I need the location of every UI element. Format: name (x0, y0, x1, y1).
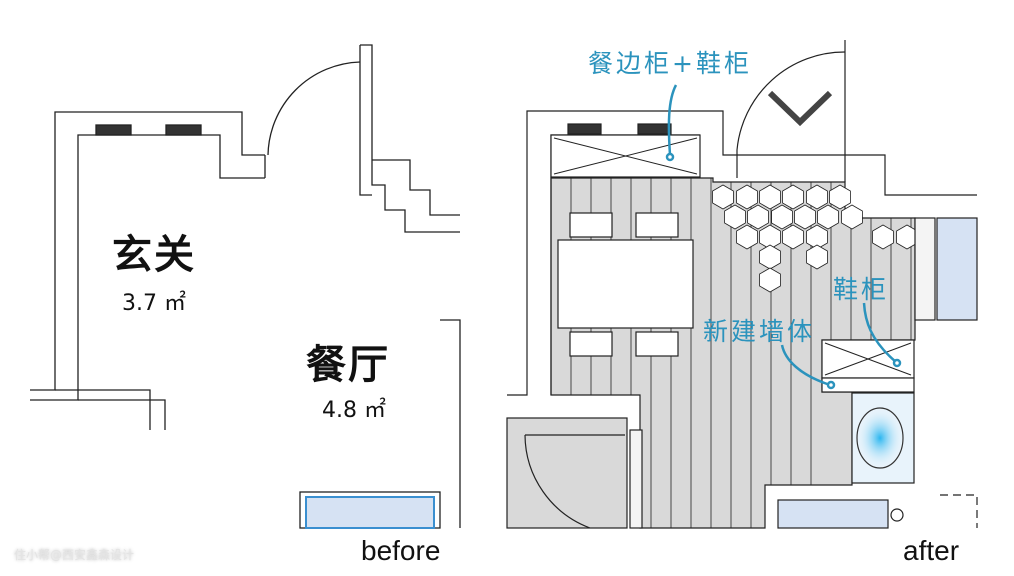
wall-outer (30, 111, 265, 391)
chairs (569, 212, 679, 357)
hex-tiles (712, 184, 918, 293)
wall-lower-right (440, 319, 461, 528)
vent-2 (165, 124, 202, 136)
stairs-door (524, 434, 625, 529)
hex-tile (736, 224, 758, 250)
wall-right-outer (359, 45, 372, 196)
stair-edge (372, 159, 460, 216)
window-glass (305, 496, 435, 529)
annotation-new-wall: 新建墙体 (703, 317, 816, 346)
room-name-dining: 餐厅 (306, 342, 390, 388)
hex-tile (872, 224, 894, 250)
hex-tile (747, 204, 769, 230)
hex-tile (817, 204, 839, 230)
window-glass (936, 217, 978, 321)
wall-column (914, 217, 936, 321)
dining-table (557, 239, 694, 329)
annotation-sideboard: 餐边柜+鞋柜 (588, 49, 752, 78)
wall-inner (30, 134, 265, 401)
watermark: 住小帮@西安鑫森设计 (14, 548, 135, 562)
arrow-shoe-cabinet (862, 302, 897, 363)
hex-tile (736, 184, 758, 210)
bathroom-glass (777, 499, 889, 529)
caption-after: after (903, 535, 960, 566)
wall-right (360, 44, 460, 233)
hex-tile (712, 184, 734, 210)
wall-bottom-2 (55, 389, 151, 430)
room-area-dining: 4.8 ㎡ (322, 398, 386, 423)
vent-1 (95, 124, 132, 136)
arrow-new-wall (780, 344, 831, 387)
vent-1 (567, 123, 602, 135)
hex-tile (759, 267, 781, 293)
hex-tile (759, 184, 781, 210)
wall-bottom (78, 399, 166, 430)
arrow-sideboard (667, 84, 678, 156)
hex-tile (829, 184, 851, 210)
hex-tile (782, 184, 804, 210)
hex-tile (724, 204, 746, 230)
sideboard-cross (553, 137, 698, 175)
annotation-shoe-cabinet: 鞋柜 (833, 275, 890, 304)
after-plan (506, 40, 978, 529)
hex-tile (806, 244, 828, 270)
washbasin (856, 407, 904, 469)
wall-segment (629, 429, 643, 529)
floor-drain (890, 508, 904, 522)
wall-outer (507, 110, 977, 396)
door-swing (264, 61, 361, 178)
new-wall (821, 377, 915, 393)
annotation-arrows (665, 84, 902, 390)
hex-tile (782, 224, 804, 250)
room-name-entrance: 玄关 (112, 232, 196, 278)
hex-tile (806, 184, 828, 210)
hex-tile (794, 204, 816, 230)
room-area-entrance: 3.7 ㎡ (122, 291, 186, 316)
entry-chevron-icon (767, 90, 833, 127)
vent-2 (637, 123, 672, 135)
before-plan (30, 44, 461, 529)
hex-tile (771, 204, 793, 230)
caption-before: before (361, 535, 441, 566)
stairs (506, 417, 628, 529)
door-swing (736, 51, 846, 178)
shoe-cabinet-cross (824, 342, 912, 376)
shower-area (940, 494, 978, 528)
hex-tile (841, 204, 863, 230)
